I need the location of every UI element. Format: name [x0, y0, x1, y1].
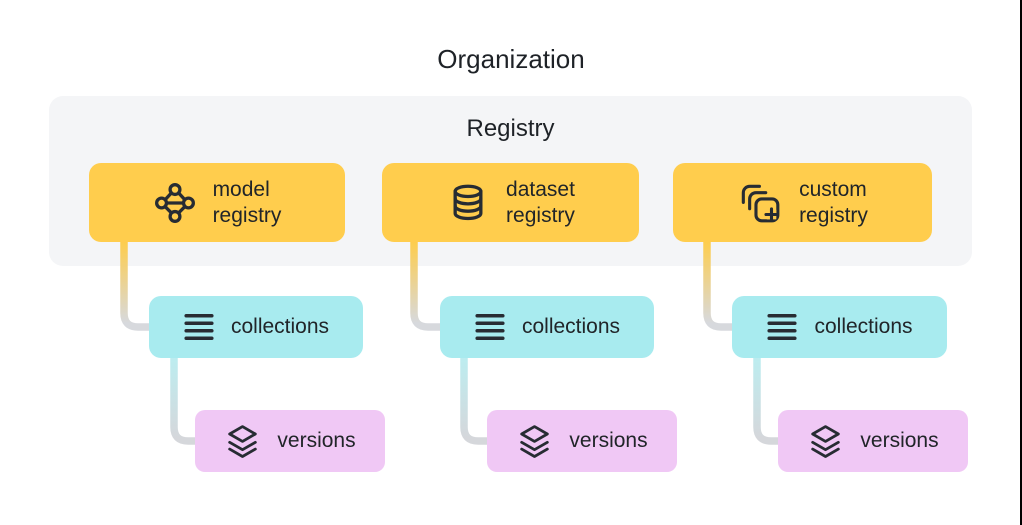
list-lines-icon [767, 314, 798, 340]
versions-card-2: versions [487, 410, 677, 472]
model-registry-label-line1: model [212, 177, 270, 201]
versions-label-1: versions [277, 429, 356, 452]
dataset-registry-card: dataset registry [382, 163, 639, 242]
model-network-icon [154, 182, 195, 223]
model-registry-label-line2: registry [212, 203, 282, 227]
collections-label-2: collections [521, 315, 621, 338]
organization-title: Organization [437, 44, 585, 74]
database-icon [453, 184, 483, 220]
dataset-registry-label-line2: registry [506, 203, 575, 227]
page-edge-line [1020, 0, 1022, 525]
collections-card-2: collections [440, 296, 654, 358]
list-lines-icon [475, 314, 505, 340]
versions-label-2: versions [569, 429, 648, 452]
collections-label-3: collections [814, 315, 913, 338]
collections-label-1: collections [230, 315, 330, 338]
custom-registry-label: custom registry [799, 177, 868, 229]
custom-registry-card: custom registry [673, 163, 932, 242]
dataset-registry-label: dataset registry [506, 177, 575, 229]
dataset-registry-label-line1: dataset [506, 177, 575, 201]
versions-label-3: versions [860, 429, 939, 452]
custom-registry-label-line2: registry [799, 203, 868, 227]
custom-registry-label-line1: custom [799, 177, 867, 201]
collections-card-3: collections [732, 296, 947, 358]
versions-card-3: versions [778, 410, 968, 472]
list-lines-icon [184, 314, 214, 340]
versions-card-1: versions [195, 410, 385, 472]
model-registry-card: model registry [89, 163, 345, 242]
model-registry-label: model registry [213, 177, 282, 229]
registry-panel-title: Registry [466, 115, 555, 142]
layer-stack-icon [228, 424, 258, 458]
collections-card-1: collections [149, 296, 363, 358]
layer-stack-icon [520, 424, 550, 458]
layer-stack-icon [811, 424, 841, 458]
copy-add-icon [741, 184, 780, 222]
